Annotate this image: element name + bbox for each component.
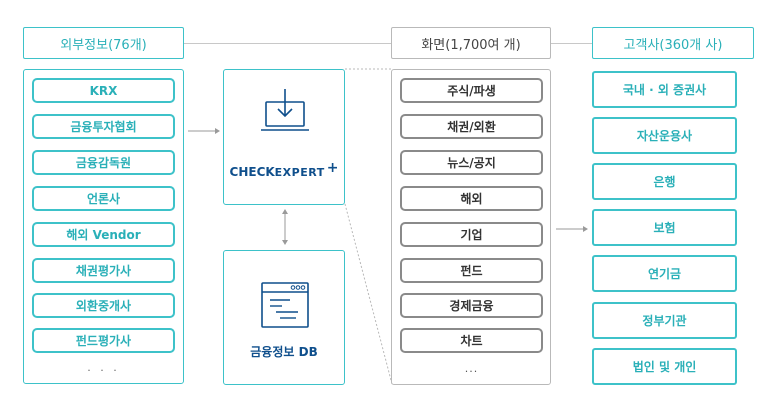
screen-category-item: 경제금융 [400, 293, 543, 318]
financial-db-box: 금융정보 DB [223, 250, 345, 385]
check-expert-logo: CHECKEXPERT+ [229, 160, 339, 179]
customer-type-item: 보험 [592, 209, 737, 246]
external-sources-panel: KRX 금융투자협회 금융감독원 언론사 해외 Vendor 채권평가사 외환중… [23, 69, 184, 384]
screens-header: 화면(1,700여 개) [391, 27, 551, 59]
header-connector-right [551, 43, 592, 44]
right-arrow-icon [188, 128, 220, 134]
screen-category-item: 채권/외환 [400, 114, 543, 139]
screen-category-item: 해외 [400, 186, 543, 211]
external-source-item: 해외 Vendor [32, 222, 175, 247]
external-source-item: KRX [32, 78, 175, 103]
screen-more-dots: ... [464, 362, 479, 375]
screen-connector-lines [344, 68, 393, 385]
customers-header: 고객사(360개 사) [592, 27, 754, 59]
screen-category-item: 뉴스/공지 [400, 150, 543, 175]
check-expert-box: CHECKEXPERT+ [223, 69, 345, 205]
laptop-download-icon [261, 89, 309, 131]
screen-category-item: 주식/파생 [400, 78, 543, 103]
header-connector-left [184, 43, 391, 44]
customer-type-item: 자산운용사 [592, 117, 737, 154]
external-source-item: 펀드평가사 [32, 328, 175, 353]
external-more-dots: · · · [87, 364, 120, 377]
screen-category-item: 펀드 [400, 258, 543, 283]
customer-type-item: 연기금 [592, 255, 737, 292]
external-source-item: 외환중개사 [32, 293, 175, 318]
customer-type-item: 국내 · 외 증권사 [592, 71, 737, 108]
customers-column: 국내 · 외 증권사 자산운용사 은행 보험 연기금 정부기관 법인 및 개인 [584, 69, 754, 385]
external-source-item: 채권평가사 [32, 258, 175, 283]
screens-panel: 주식/파생 채권/외환 뉴스/공지 해외 기업 펀드 경제금융 차트 ... [391, 69, 551, 385]
customer-type-item: 은행 [592, 163, 737, 200]
customer-type-item: 법인 및 개인 [592, 348, 737, 385]
external-source-item: 금융감독원 [32, 150, 175, 175]
right-arrow-icon [556, 226, 588, 232]
database-window-icon [261, 282, 309, 328]
screen-category-item: 기업 [400, 222, 543, 247]
double-arrow-icon [282, 209, 288, 245]
external-source-item: 언론사 [32, 186, 175, 211]
external-source-item: 금융투자협회 [32, 114, 175, 139]
screen-category-item: 차트 [400, 328, 543, 353]
financial-db-label: 금융정보 DB [250, 345, 318, 359]
customer-type-item: 정부기관 [592, 302, 737, 339]
external-info-header: 외부정보(76개) [23, 27, 184, 59]
